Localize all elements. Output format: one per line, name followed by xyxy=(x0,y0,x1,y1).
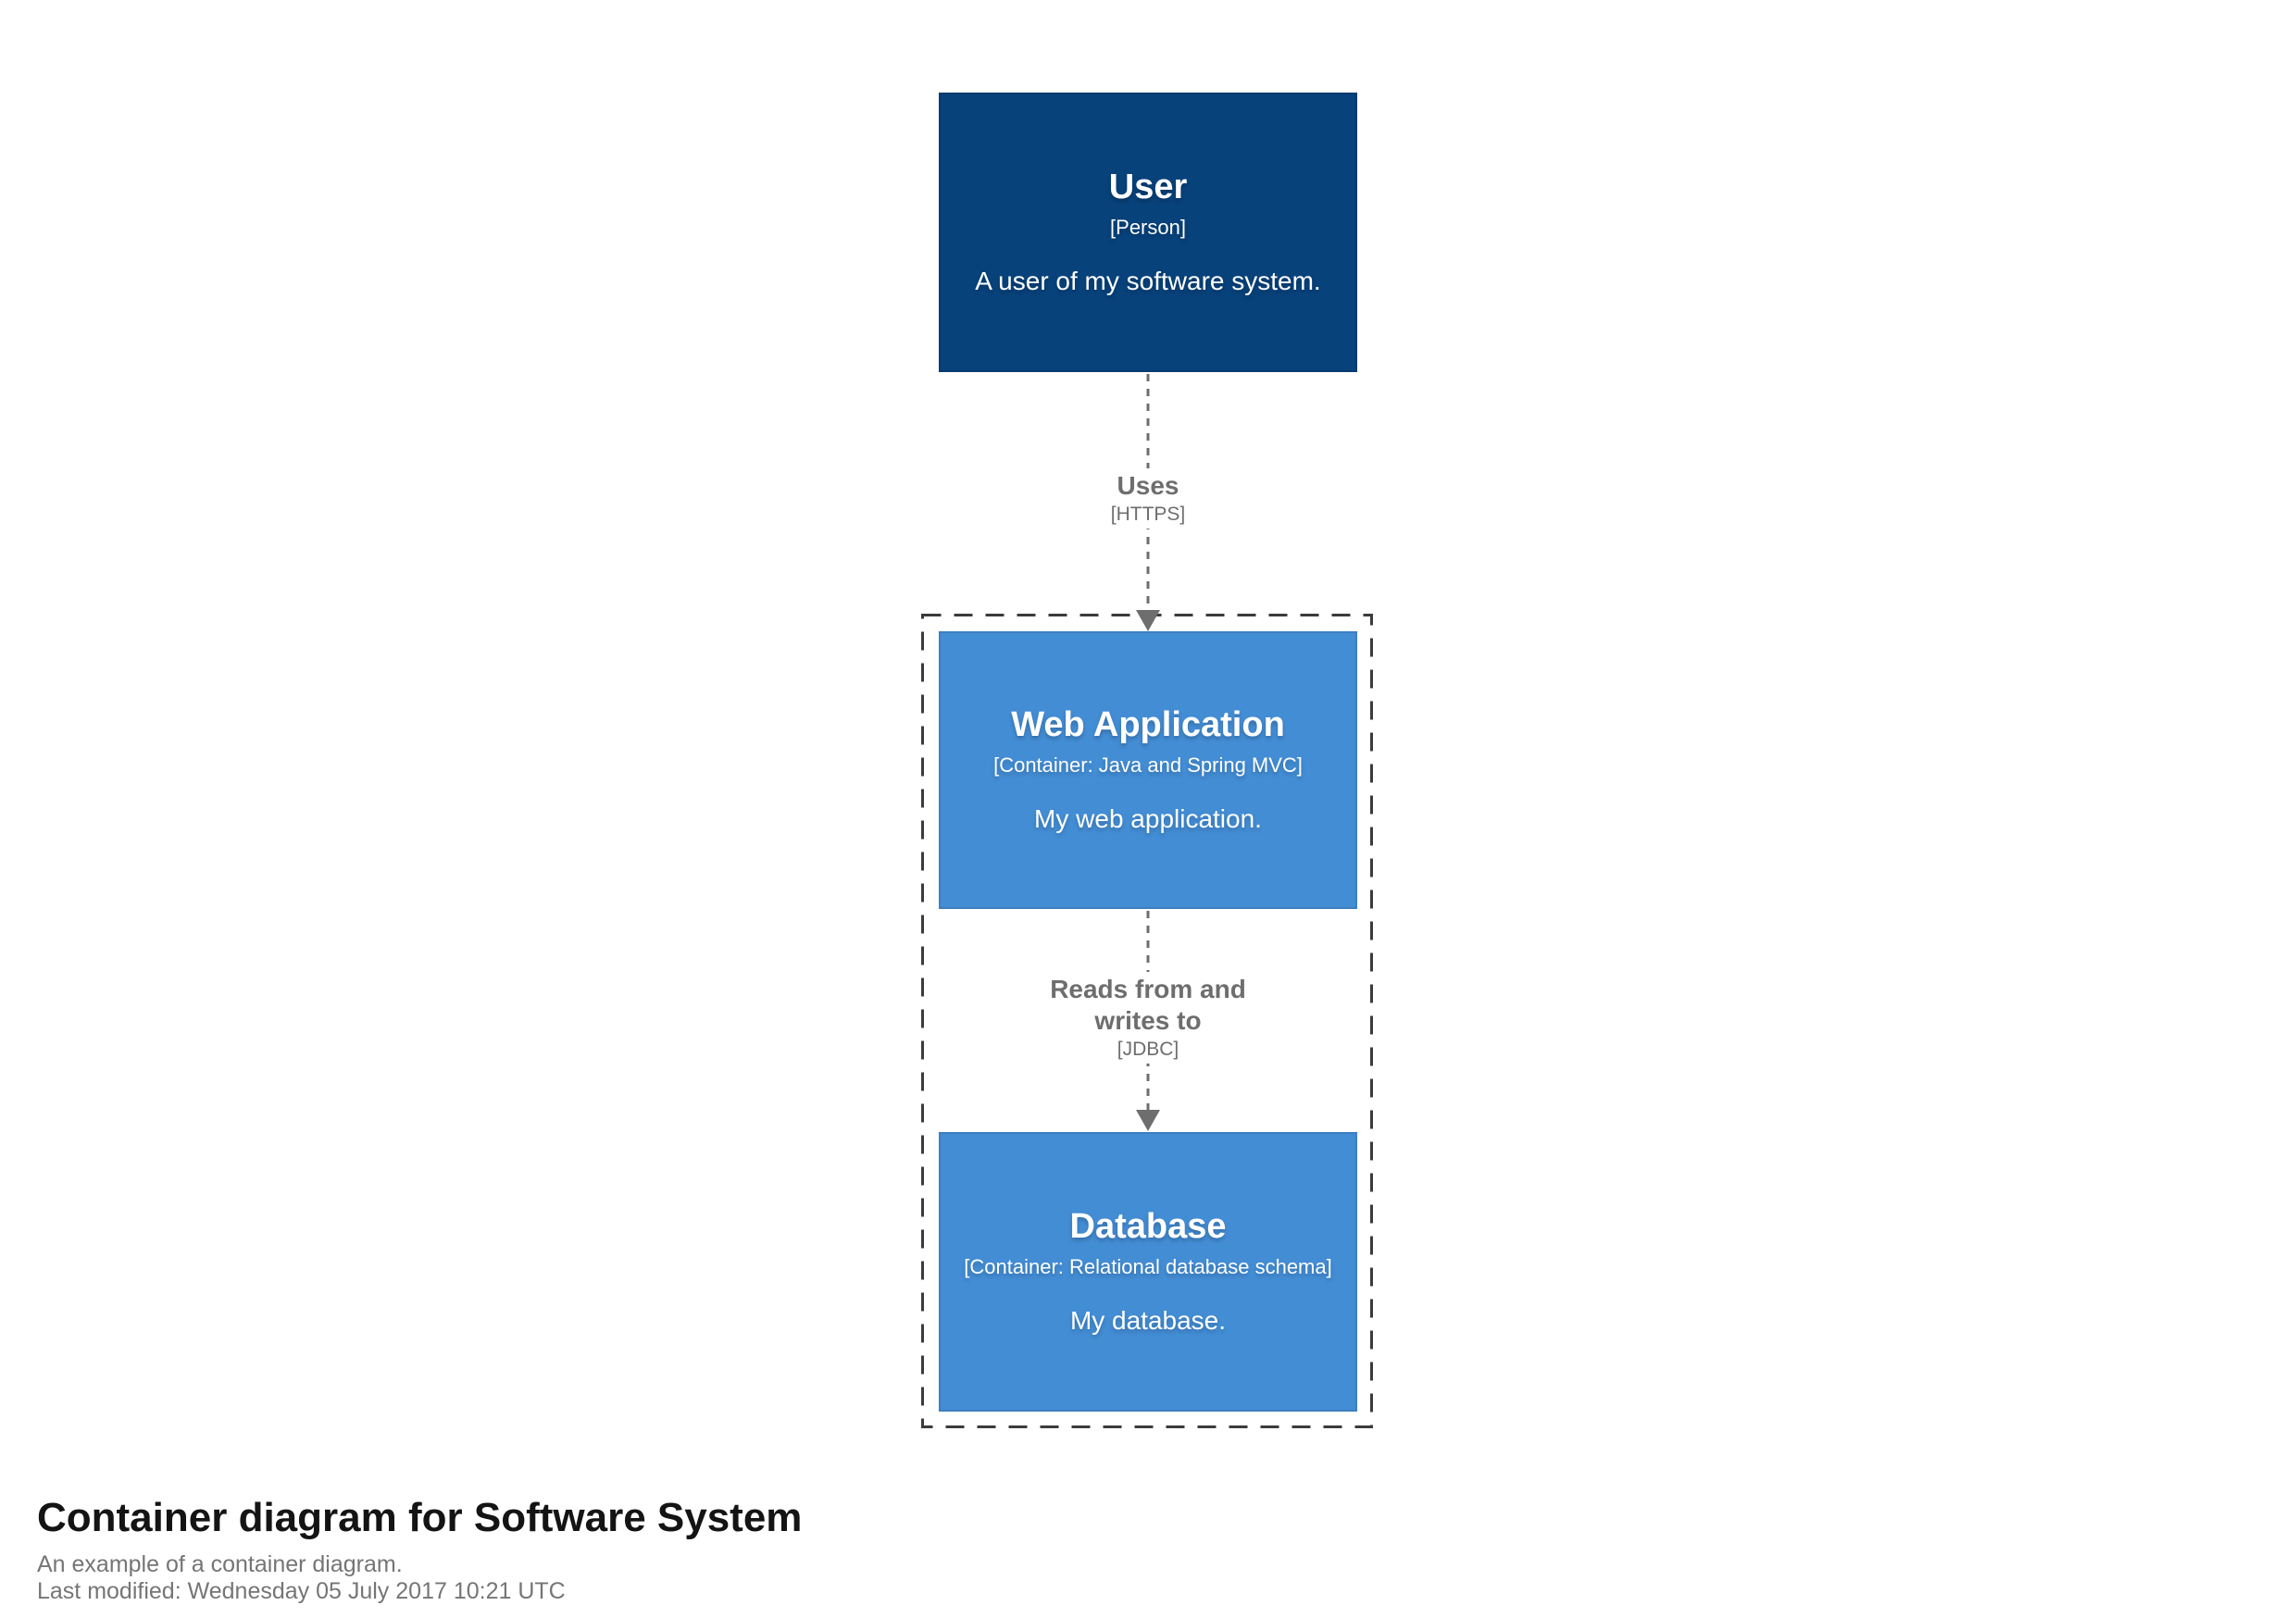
element-description: A user of my software system. xyxy=(975,266,1321,295)
relationship-technology: [HTTPS] xyxy=(1110,504,1186,525)
element-description: My database. xyxy=(1069,1305,1227,1335)
relationship-label-uses: Uses [HTTPS] xyxy=(1097,468,1199,529)
diagram-last-modified: Last modified: Wednesday 05 July 2017 10… xyxy=(37,1577,566,1604)
relationship-name-line2: writes to xyxy=(1094,1006,1202,1035)
arrow-down-icon xyxy=(1136,610,1160,631)
element-description: My web application. xyxy=(1034,803,1262,833)
relationship-technology: [JDBC] xyxy=(1117,1039,1179,1060)
relationship-label-reads-writes: Reads from and writes to [JDBC] xyxy=(1037,972,1259,1064)
relationship-name: Uses xyxy=(1117,471,1179,500)
element-database[interactable]: Database [Container: Relational database… xyxy=(939,1132,1357,1412)
diagram-subtitle: An example of a container diagram. xyxy=(37,1550,403,1577)
diagram-title-block: Container diagram for Software System An… xyxy=(37,1494,802,1605)
arrow-down-icon xyxy=(1136,1110,1160,1131)
element-meta: [Person] xyxy=(1110,216,1186,240)
element-name: User xyxy=(1108,168,1188,207)
element-meta: [Container: Java and Spring MVC] xyxy=(993,753,1303,778)
diagram-title: Container diagram for Software System xyxy=(37,1495,803,1540)
relationship-name-line1: Reads from and xyxy=(1050,975,1246,1003)
element-name: Database xyxy=(1069,1207,1227,1247)
element-meta: [Container: Relational database schema] xyxy=(964,1255,1332,1279)
element-user[interactable]: User [Person] A user of my software syst… xyxy=(939,93,1357,372)
element-web-application[interactable]: Web Application [Container: Java and Spr… xyxy=(939,631,1357,909)
element-name: Web Application xyxy=(1011,705,1285,745)
